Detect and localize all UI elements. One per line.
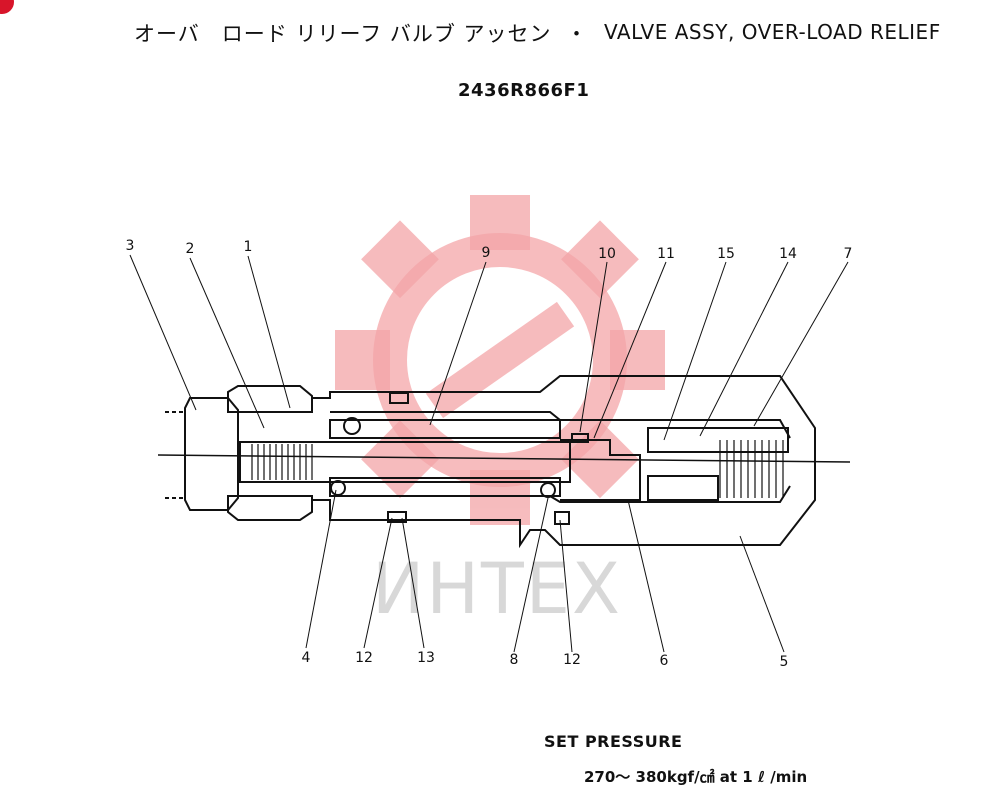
callout-4: 4 bbox=[301, 650, 311, 666]
part-8-oring bbox=[540, 482, 556, 498]
part-1-nut-top bbox=[227, 385, 313, 413]
title-japanese: オーバ ロード リリーフ バルブ アッセン bbox=[134, 22, 552, 46]
callout-12-right: 12 bbox=[563, 652, 581, 668]
callout-11: 11 bbox=[657, 246, 675, 262]
callout-2: 2 bbox=[185, 241, 195, 257]
callout-8: 8 bbox=[509, 652, 519, 668]
part-4-piston bbox=[239, 441, 571, 483]
callout-3: 3 bbox=[125, 238, 135, 254]
callout-5: 5 bbox=[779, 654, 789, 670]
part-12-ring-right bbox=[554, 511, 570, 525]
callout-9: 9 bbox=[481, 245, 491, 261]
part-9-sleeve-bottom bbox=[329, 477, 561, 497]
spring-left bbox=[251, 444, 313, 480]
set-pressure-value: 270～ 380kgf/㎠ at 1 ℓ /min bbox=[584, 768, 808, 786]
title-english: VALVE ASSY, OVER-LOAD RELIEF bbox=[604, 20, 941, 44]
part-3-cap bbox=[184, 397, 239, 511]
part-number: 2436R866F1 bbox=[458, 80, 590, 101]
part-14-plug bbox=[647, 427, 789, 453]
centerline bbox=[157, 454, 851, 463]
part-15-seat bbox=[647, 475, 719, 501]
callout-13: 13 bbox=[417, 650, 435, 666]
part-12-backup-top bbox=[389, 392, 409, 404]
part-5-body bbox=[312, 375, 816, 549]
callout-7: 7 bbox=[843, 246, 853, 262]
watermark-text: ИНТЕХ bbox=[372, 548, 622, 630]
callout-12-left: 12 bbox=[355, 650, 373, 666]
part-9-sleeve-top bbox=[329, 419, 561, 439]
part-1-nut-bottom bbox=[227, 495, 313, 521]
callout-10: 10 bbox=[598, 246, 616, 262]
callout-1: 1 bbox=[243, 239, 253, 255]
part-12-backup-bottom bbox=[387, 511, 407, 523]
part-oring-top bbox=[343, 417, 361, 435]
set-pressure-label: SET PRESSURE bbox=[544, 732, 683, 751]
part-10-ring bbox=[571, 433, 589, 443]
spring-right bbox=[719, 440, 784, 498]
callout-14: 14 bbox=[779, 246, 797, 262]
part-6-poppet bbox=[560, 439, 641, 501]
title-line: オーバ ロード リリーフ バルブ アッセン ・ VALVE ASSY, OVER… bbox=[0, 18, 1000, 58]
title-separator: ・ bbox=[566, 22, 587, 46]
callout-15: 15 bbox=[717, 246, 735, 262]
part-oring-bottom bbox=[330, 480, 346, 496]
leader-lines bbox=[129, 254, 849, 653]
callout-6: 6 bbox=[659, 653, 669, 669]
